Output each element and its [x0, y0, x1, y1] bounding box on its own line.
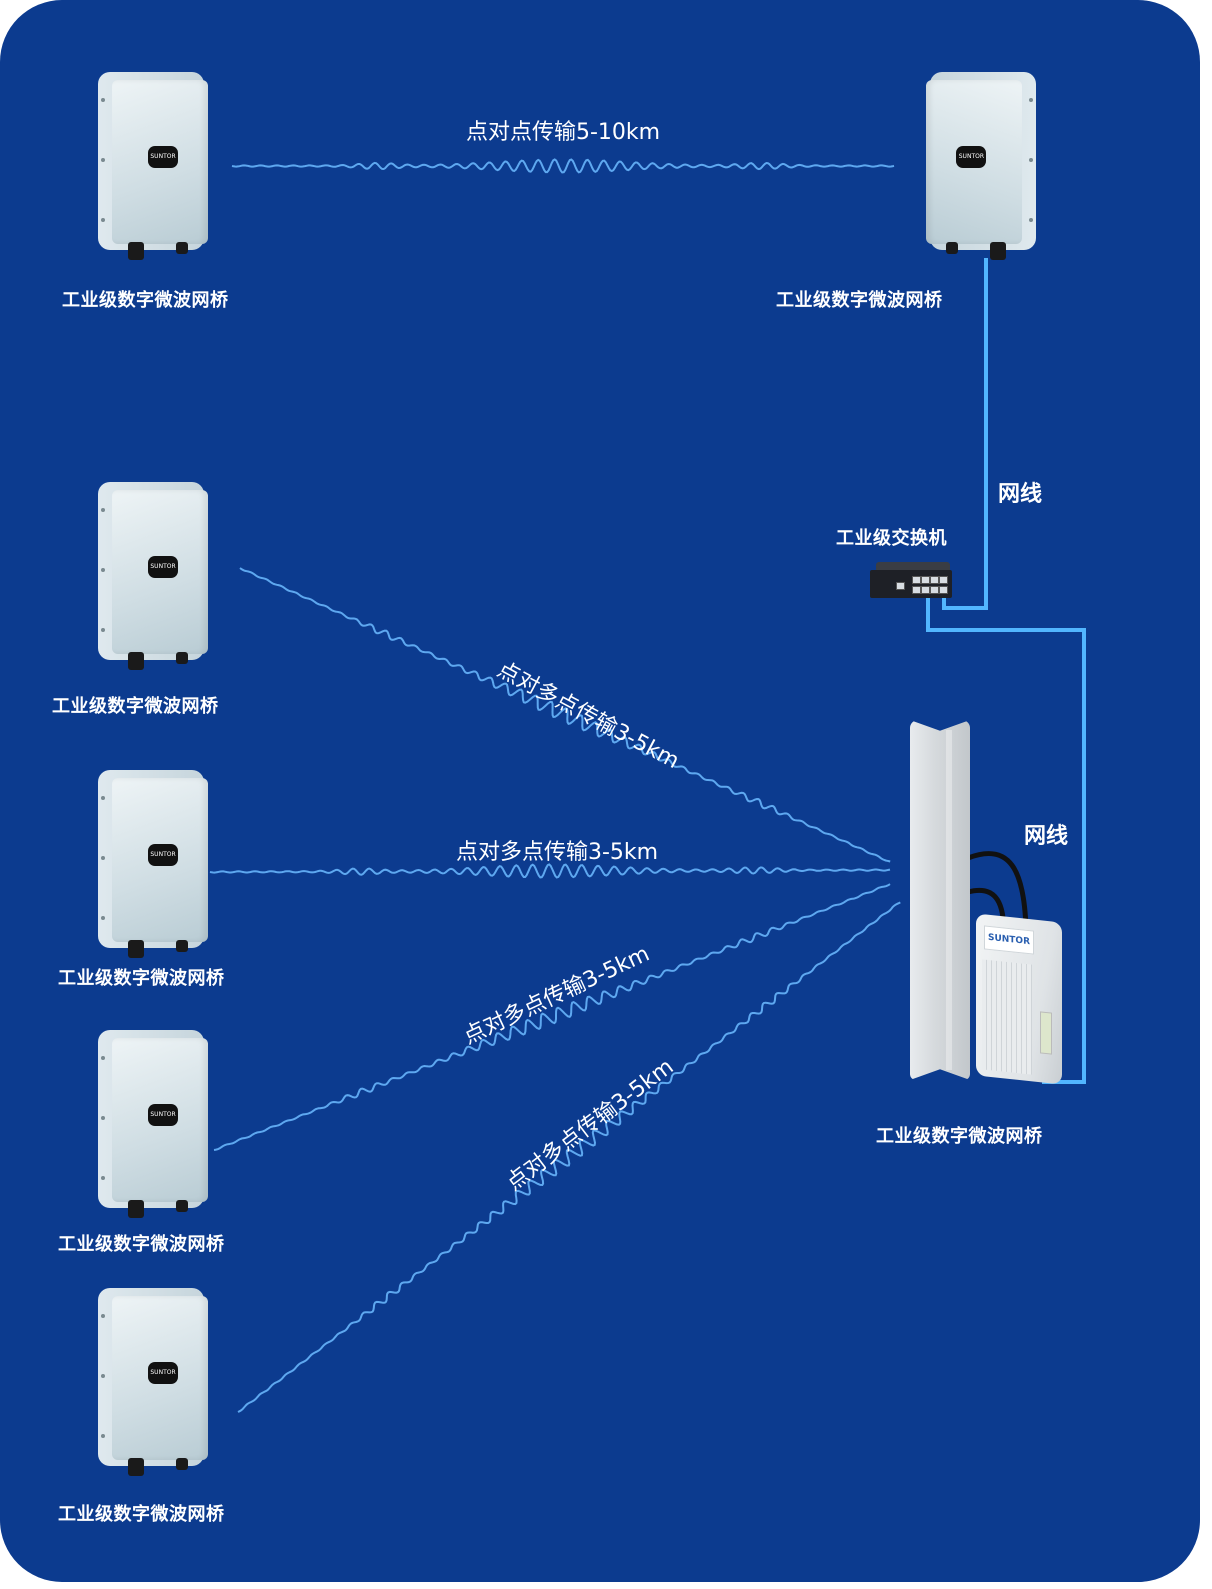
link-label-point-to-point: 点对点传输5-10km — [466, 120, 661, 145]
microwave-bridge-client-4[interactable]: SUNTOR — [98, 1284, 210, 1476]
switch-label: 工业级交换机 — [836, 528, 947, 549]
device-label-base-station: 工业级数字微波网桥 — [876, 1126, 1043, 1147]
brand-logo-icon: SUNTOR — [148, 1104, 178, 1126]
signal-point-to-point — [231, 158, 895, 174]
brand-logo-icon: SUNTOR — [956, 146, 986, 168]
status-panel — [1040, 1011, 1052, 1055]
connector-icon — [176, 1200, 188, 1212]
cable-label-upper: 网线 — [998, 482, 1043, 507]
signal-ptmp-1 — [239, 567, 891, 863]
brand-logo-icon: SUNTOR — [148, 1362, 178, 1384]
sector-antenna[interactable] — [910, 720, 972, 1082]
industrial-switch[interactable] — [870, 562, 952, 598]
connector-icon — [128, 1200, 144, 1218]
connector-icon — [128, 652, 144, 670]
device-label-client-2: 工业级数字微波网桥 — [58, 968, 225, 989]
connector-icon — [990, 242, 1006, 260]
device-label-top-left: 工业级数字微波网桥 — [62, 290, 229, 311]
link-label-ptmp-2: 点对多点传输3-5km — [456, 840, 659, 865]
coax-cable-1 — [967, 851, 1029, 929]
connector-icon — [176, 652, 188, 664]
brand-logo-icon: SUNTOR — [984, 925, 1034, 955]
signal-ptmp-4 — [237, 901, 901, 1413]
connector-icon — [128, 940, 144, 958]
microwave-bridge-top-left[interactable]: SUNTOR — [98, 68, 210, 260]
connector-icon — [128, 1458, 144, 1476]
connector-icon — [946, 242, 958, 254]
signal-ptmp-3 — [213, 883, 891, 1151]
microwave-bridge-client-1[interactable]: SUNTOR — [98, 478, 210, 670]
brand-logo-icon: SUNTOR — [148, 844, 178, 866]
device-label-client-4: 工业级数字微波网桥 — [58, 1504, 225, 1525]
connector-icon — [176, 1458, 188, 1470]
device-label-top-right: 工业级数字微波网桥 — [776, 290, 943, 311]
cable-bridge-to-switch — [942, 258, 988, 610]
cable-label-lower: 网线 — [1024, 824, 1069, 849]
signal-ptmp-2 — [209, 863, 891, 879]
device-label-client-3: 工业级数字微波网桥 — [58, 1234, 225, 1255]
microwave-bridge-top-right[interactable]: SUNTOR — [924, 68, 1036, 260]
base-station-radio[interactable]: SUNTOR — [976, 912, 1066, 1085]
connector-icon — [128, 242, 144, 260]
brand-logo-icon: SUNTOR — [148, 146, 178, 168]
device-label-client-1: 工业级数字微波网桥 — [52, 696, 219, 717]
brand-logo-icon: SUNTOR — [148, 556, 178, 578]
microwave-bridge-client-3[interactable]: SUNTOR — [98, 1026, 210, 1218]
connector-icon — [176, 242, 188, 254]
microwave-bridge-client-2[interactable]: SUNTOR — [98, 766, 210, 958]
connector-icon — [176, 940, 188, 952]
